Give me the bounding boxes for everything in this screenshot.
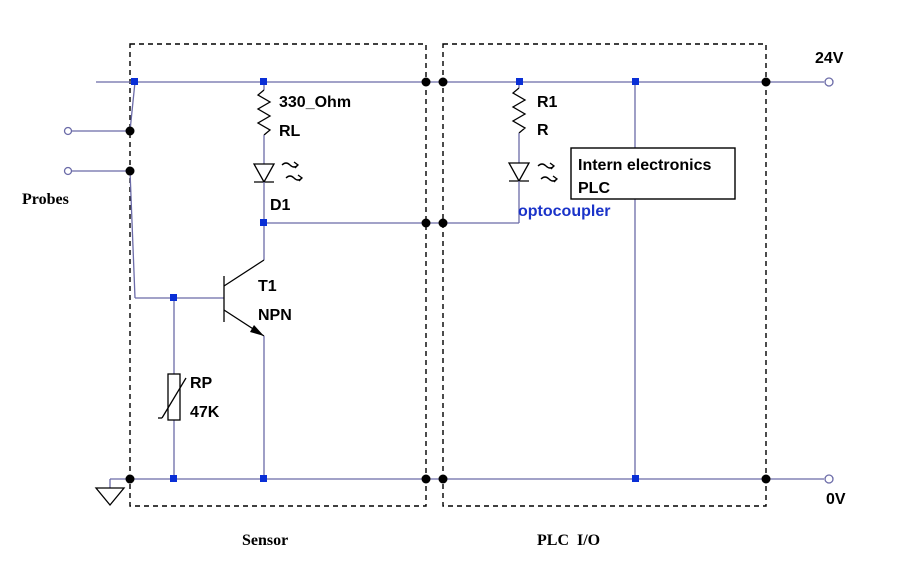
label-r: R xyxy=(537,122,549,139)
label-intern-plc: PLC xyxy=(578,180,610,197)
ground-icon xyxy=(94,487,126,507)
probe-terminal-top xyxy=(63,126,73,136)
intern-electronics-box xyxy=(570,147,736,200)
rp-slash xyxy=(161,377,187,419)
label-47k: 47K xyxy=(190,404,220,421)
node-squares xyxy=(131,78,639,482)
probe-terminal-bottom xyxy=(63,166,73,176)
label-intern-electronics: Intern electronics xyxy=(578,157,711,174)
rl-resistor xyxy=(256,89,272,136)
label-d1: D1 xyxy=(270,197,291,214)
label-npn: NPN xyxy=(258,307,292,324)
label-t1: T1 xyxy=(258,278,277,295)
d1-led xyxy=(252,163,276,184)
terminal-0v xyxy=(824,474,834,484)
label-plc-io: PLC I/O xyxy=(537,532,600,549)
label-sensor: Sensor xyxy=(242,532,288,549)
label-r1: R1 xyxy=(537,94,558,111)
junction-dots xyxy=(125,77,771,484)
sensor-box xyxy=(129,43,427,507)
label-rp: RP xyxy=(190,375,213,392)
opto-led xyxy=(507,162,531,183)
label-rl-name: RL xyxy=(279,123,301,140)
terminal-24v xyxy=(824,77,834,87)
plc-box xyxy=(442,43,767,507)
label-0v: 0V xyxy=(826,491,846,508)
label-rl-value: 330_Ohm xyxy=(279,94,351,111)
probe-vertical-bottom xyxy=(129,170,136,299)
r1-resistor xyxy=(511,87,527,134)
probe-vertical-top xyxy=(129,81,136,132)
label-optocoupler: optocoupler xyxy=(518,203,610,220)
label-probes: Probes xyxy=(22,191,69,208)
label-24v: 24V xyxy=(815,50,844,67)
